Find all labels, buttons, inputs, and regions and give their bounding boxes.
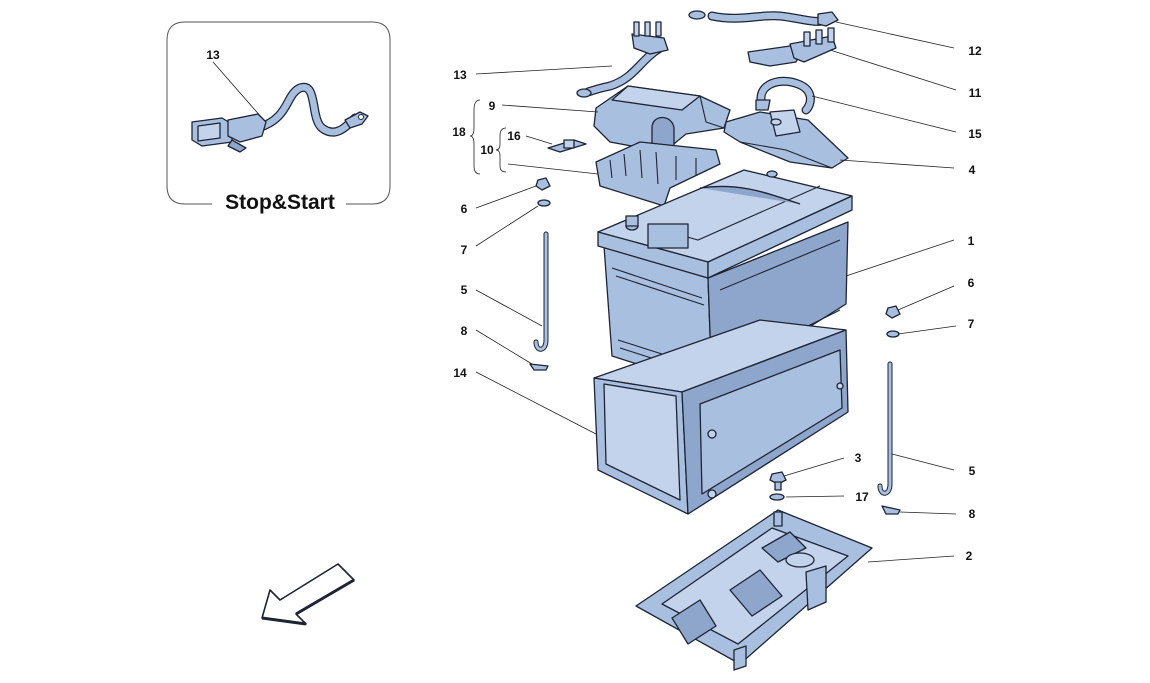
part-17-washer [769, 493, 785, 501]
callout-6-right: 6 [968, 276, 975, 290]
part-3-bolt [769, 471, 787, 491]
callout-3: 3 [855, 451, 862, 465]
callout-5-right: 5 [969, 464, 976, 478]
part-6-left-nut [535, 177, 551, 191]
callout-6-left: 6 [461, 202, 468, 216]
part-9-fuse-cover [593, 85, 731, 153]
part-5-right-rod [877, 361, 893, 496]
callout-2: 2 [966, 549, 973, 563]
part-13-positive-cable [576, 21, 669, 98]
leader-lines [469, 21, 957, 563]
callout-9: 9 [489, 99, 496, 113]
callout-15: 15 [968, 127, 982, 141]
part-2-battery-tray [635, 509, 873, 671]
callout-7-right: 7 [968, 317, 975, 331]
part-1-battery [597, 169, 853, 389]
callout-8-left: 8 [461, 324, 468, 338]
callout-14: 14 [453, 366, 467, 380]
part-10-fuse-box [595, 141, 721, 207]
part-16-fuse [547, 139, 587, 153]
callout-13: 13 [453, 68, 467, 82]
callout-11: 11 [969, 86, 982, 100]
inset-callout-13: 13 [206, 48, 220, 62]
front-direction-arrow-icon [261, 563, 355, 626]
part-8-right-clip [881, 505, 901, 515]
callout-4: 4 [969, 163, 976, 177]
callout-labels: 12 11 15 4 1 6 7 5 8 2 3 17 13 9 18 16 1… [452, 44, 982, 563]
callout-17: 17 [855, 490, 869, 504]
callout-5-left: 5 [461, 283, 468, 297]
part-12-ground-cable [688, 10, 839, 27]
part-4-terminal-cover [723, 109, 849, 169]
callout-10: 10 [480, 143, 494, 157]
inset-title: Stop&Start [225, 191, 335, 214]
part-15-braided-strap [755, 76, 815, 115]
callout-8-right: 8 [969, 507, 976, 521]
part-7-left-washer [537, 199, 551, 207]
part-11-terminal-clamp [747, 27, 837, 67]
part-8-left-clip [529, 363, 549, 371]
callout-12: 12 [968, 44, 982, 58]
callout-16: 16 [507, 129, 521, 143]
inset-cable-assembly [191, 82, 369, 153]
part-7-right-washer [886, 330, 900, 338]
stop-start-inset: Stop&Start 13 [166, 21, 391, 214]
callout-18: 18 [452, 125, 466, 139]
callout-7-left: 7 [461, 243, 468, 257]
part-14-battery-box [593, 319, 849, 515]
callout-1: 1 [968, 234, 975, 248]
part-5-left-rod [533, 231, 549, 352]
part-6-right-nut [885, 305, 901, 319]
